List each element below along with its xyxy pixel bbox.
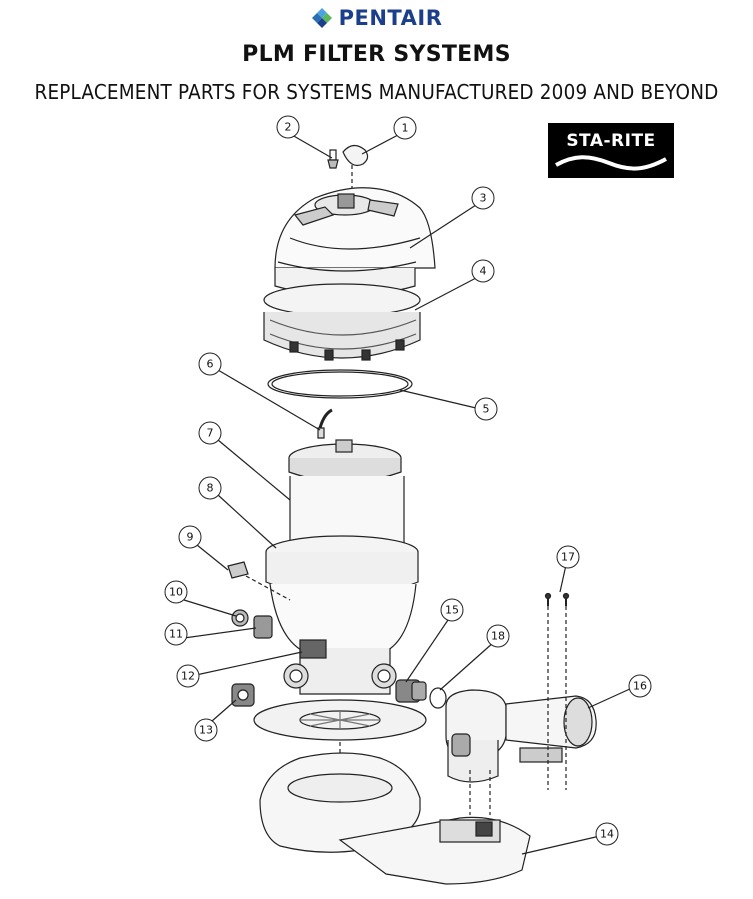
callout-12-label: 12: [181, 670, 195, 683]
part-2-air-relief-valve: [327, 149, 339, 169]
callout-8-label: 8: [207, 482, 214, 495]
filter-tank-body: [265, 535, 419, 695]
part-9-clip: [227, 561, 249, 579]
callout-17-label: 17: [561, 551, 575, 564]
sta-rite-logo: STA-RITE: [548, 123, 674, 178]
callout-12: 12: [176, 664, 200, 688]
part-5-o-ring: [267, 369, 413, 399]
part-13-adapter: [231, 683, 255, 707]
wave-icon: [555, 155, 667, 171]
callout-9: 9: [178, 525, 202, 549]
part-15-union: [395, 679, 427, 703]
base-plate: [253, 699, 427, 741]
callout-1: 1: [393, 116, 417, 140]
pentair-logo-icon: [311, 8, 332, 28]
callout-2-label: 2: [285, 121, 292, 134]
callout-7: 7: [198, 421, 222, 445]
callout-14-label: 14: [600, 828, 614, 841]
callout-11: 11: [164, 622, 188, 646]
callout-6-label: 6: [207, 358, 214, 371]
callout-16-label: 16: [633, 680, 647, 693]
callout-18-label: 18: [491, 630, 505, 643]
callout-3-label: 3: [480, 192, 487, 205]
callout-10: 10: [164, 580, 188, 604]
callout-16: 16: [628, 674, 652, 698]
callout-1-label: 1: [402, 122, 409, 135]
callout-7-label: 7: [207, 427, 214, 440]
callout-3: 3: [471, 186, 495, 210]
callout-15-label: 15: [445, 604, 459, 617]
page-subtitle: REPLACEMENT PARTS FOR SYSTEMS MANUFACTUR…: [34, 80, 719, 104]
callout-13: 13: [194, 718, 218, 742]
callout-4: 4: [471, 259, 495, 283]
part-16-pump: [445, 689, 597, 783]
part-18-o-ring: [429, 687, 447, 709]
part-14-base: [259, 752, 531, 885]
callout-13-label: 13: [199, 724, 213, 737]
brand-name: PENTAIR: [338, 6, 443, 30]
callout-5: 5: [474, 397, 498, 421]
callout-9-label: 9: [187, 531, 194, 544]
part-3-filter-lid: [274, 187, 436, 297]
callout-4-label: 4: [480, 265, 487, 278]
callout-2: 2: [276, 115, 300, 139]
callout-6: 6: [198, 352, 222, 376]
part-4-clamp-ring: [263, 283, 421, 361]
callout-15: 15: [440, 598, 464, 622]
brand-header: PENTAIR: [0, 6, 753, 34]
part-12-valve: [299, 639, 327, 659]
part-7-manifold: [288, 439, 402, 483]
part-17-screws: [544, 592, 570, 606]
page-title: PLM FILTER SYSTEMS: [242, 42, 511, 67]
callout-18: 18: [486, 624, 510, 648]
callout-14: 14: [595, 822, 619, 846]
callout-17: 17: [556, 545, 580, 569]
callout-8: 8: [198, 476, 222, 500]
callouts: 1 2 3 4 5 6 7 8 9 10 11 12 13 14 15 16 1…: [164, 115, 652, 846]
callout-11-label: 11: [169, 628, 183, 641]
sta-rite-logo-text: STA-RITE: [566, 131, 656, 151]
part-1-cap: [342, 144, 369, 167]
callout-5-label: 5: [483, 403, 490, 416]
part-11-union-nut: [253, 615, 273, 639]
part-10-drain-plug: [231, 609, 249, 627]
part-6-gauge-fitting: [317, 408, 333, 439]
callout-10-label: 10: [169, 586, 183, 599]
